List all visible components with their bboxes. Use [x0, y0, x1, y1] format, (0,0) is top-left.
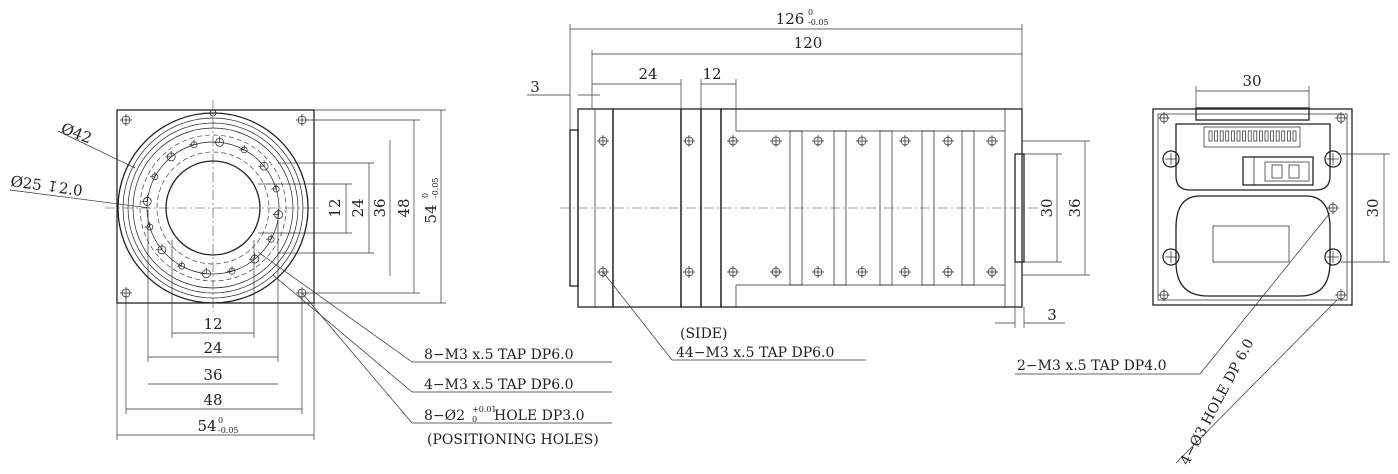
- side-dim-24: 24: [638, 65, 657, 83]
- rear-top-connector-base: [1195, 107, 1310, 121]
- side-dim-126-tol-upper: 0: [808, 8, 813, 17]
- rear-corner-holes: [1158, 112, 1347, 301]
- front-dim-12: 12: [203, 315, 222, 333]
- side-main-body: [720, 108, 1023, 308]
- note-positioning-tol-lower: 0: [472, 415, 477, 424]
- side-label: (SIDE): [680, 326, 728, 342]
- front-bolt-holes: [141, 136, 284, 279]
- diameter-25-label: Ø25 ↧2.0: [9, 172, 83, 200]
- note-positioning-tol-upper: +0.01: [472, 405, 497, 414]
- rear-switch-block: [1242, 156, 1314, 186]
- side-dim-126-tol-lower: -0.05: [808, 18, 829, 27]
- side-tap-note: (SIDE) 44−M3 x.5 TAP DP6.0: [602, 271, 866, 361]
- side-tap-label: 44−M3 x.5 TAP DP6.0: [676, 345, 834, 361]
- side-dim-3-bottom: 3: [1047, 306, 1057, 324]
- side-dim-12: 12: [702, 65, 721, 83]
- side-vdim-36: 36: [1066, 198, 1084, 217]
- front-vdim-24: 24: [349, 198, 367, 217]
- note-4-m3-tap: 4−M3 x.5 TAP DP6.0: [424, 377, 574, 393]
- front-vdim-54-tol-upper: 0: [421, 193, 430, 198]
- rear-hole-note: 4−Ø3 HOLE DP 6.0: [1177, 336, 1257, 468]
- front-dim-24: 24: [203, 339, 222, 357]
- side-dim-126: 126: [776, 10, 805, 28]
- rear-tap-holes: [1327, 202, 1339, 214]
- front-vdim-54: 54: [422, 204, 440, 223]
- side-dim-3: 3: [530, 78, 540, 96]
- rear-view: 30 30 2−M3 x.5 TAP DP4.0 4−Ø3 HOLE DP 6.…: [1015, 72, 1390, 468]
- rear-dims: 30 30: [1195, 72, 1390, 263]
- front-view: 12 24 36 48 54 0 -0.05 12 24 36 48 54 0 …: [9, 100, 612, 448]
- front-dim-36: 36: [203, 366, 222, 384]
- rear-lower-body: [1175, 195, 1331, 297]
- front-vdim-12: 12: [326, 198, 344, 217]
- diameter-42-label: Ø42: [59, 119, 95, 147]
- front-dim-54: 54: [197, 417, 216, 435]
- rear-connector-housing: [1175, 123, 1331, 191]
- side-view: 126 0 -0.05 120 24 12 3 30 36 3 (SIDE) 4…: [527, 8, 1090, 361]
- front-vdim-36: 36: [371, 198, 389, 217]
- front-vdim-48: 48: [395, 198, 413, 217]
- side-tap-holes: [597, 135, 998, 278]
- rear-tap-note: 2−M3 x.5 TAP DP4.0: [1017, 358, 1167, 374]
- note-positioning-sub: (POSITIONING HOLES): [427, 432, 599, 448]
- side-vdim-30: 30: [1038, 198, 1056, 217]
- side-right-dims: 30 36 3: [995, 140, 1090, 328]
- rear-pin-header: [1203, 126, 1301, 148]
- rear-label-window: [1212, 225, 1290, 263]
- front-dim-54-tol-lower: -0.05: [218, 426, 239, 435]
- note-positioning-prefix: 8−Ø2: [424, 408, 465, 424]
- note-positioning-suffix: HOLE DP3.0: [494, 408, 585, 424]
- front-leader-notes: 8−M3 x.5 TAP DP6.0 4−M3 x.5 TAP DP6.0 8−…: [257, 251, 612, 448]
- rear-dim-30: 30: [1242, 72, 1261, 90]
- side-dim-120: 120: [794, 34, 823, 52]
- front-vdim-54-tol-lower: -0.05: [431, 177, 440, 198]
- side-top-dims: 126 0 -0.05 120 24 12 3: [527, 8, 1023, 130]
- front-dim-54-tol-upper: 0: [218, 416, 223, 425]
- front-horizontal-dims: 12 24 36 48 54 0 -0.05: [116, 210, 315, 440]
- front-vertical-dims: 12 24 36 48 54 0 -0.05: [258, 109, 446, 304]
- rear-vdim-30: 30: [1364, 198, 1382, 217]
- rear-side-screws: [1162, 150, 1342, 266]
- note-8-m3-tap: 8−M3 x.5 TAP DP6.0: [424, 347, 574, 363]
- rear-pin-row: [1208, 130, 1297, 142]
- rear-outline: [1152, 108, 1353, 306]
- front-dim-48: 48: [203, 391, 222, 409]
